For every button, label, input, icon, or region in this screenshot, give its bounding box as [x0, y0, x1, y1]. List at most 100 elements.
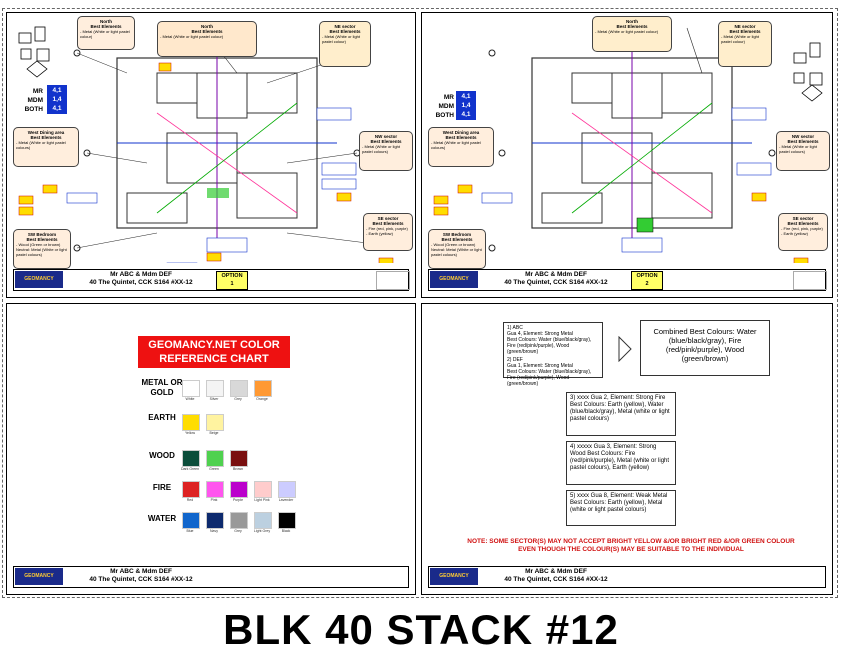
note-sub: Best Elements [191, 29, 223, 34]
owner1-gua: Gua 4, Element: Strong Metal [507, 331, 573, 337]
gua-mdm-label: MDM [27, 97, 43, 104]
color-swatch-label: Red [186, 498, 194, 502]
note-west-dining-1: West Dining area Best Elements - Metal (… [13, 127, 79, 167]
color-swatch-label: Grey [234, 529, 242, 533]
note-north2-1: North Best Elements - Metal (White or li… [157, 21, 257, 57]
gua-both-value: 4,1 [52, 105, 62, 112]
color-swatch-label: Beige [209, 431, 219, 435]
client-address: 40 The Quintet, CCK S164 #XX-12 [89, 576, 193, 583]
option-label: OPTION [221, 273, 243, 279]
note-text: - Metal (White or light pastel colour) [80, 29, 130, 39]
option-badge: OPTION 1 [216, 271, 248, 290]
note-se-2: SE sector Best Elements - Fire (red, pin… [778, 213, 828, 251]
gua-labels-1: MR MDM BOTH [19, 87, 43, 114]
color-swatch [206, 380, 224, 397]
gua-mdm-value: 1,4 [461, 102, 471, 109]
color-swatch [206, 414, 224, 431]
owner2-gua: Gua 1, Element: Strong Metal [507, 363, 573, 369]
note-title: SE sector [377, 216, 399, 221]
color-swatch-label: Black [281, 529, 291, 533]
client-address: 40 The Quintet, CCK S164 #XX-12 [89, 279, 193, 286]
note-sub: Best Elements [26, 237, 58, 242]
gua-both-label: BOTH [435, 112, 454, 119]
gua-mdm-label: MDM [438, 103, 454, 110]
owner2-label: 2) DEF [507, 357, 523, 363]
note-sub: Best Elements [445, 135, 477, 140]
note-title: NW sector [791, 134, 815, 139]
note-text: - Metal (White or light pastel colour) [595, 29, 659, 34]
color-swatch-label: Pink [210, 498, 218, 502]
floorplan-drawing-2 [433, 27, 823, 263]
company-logo: GEOMANCY [430, 568, 478, 585]
color-swatch [182, 450, 200, 467]
color-swatch [278, 481, 296, 498]
color-swatch [182, 380, 200, 397]
note-title: North [201, 24, 213, 29]
client-name: Mr ABC & Mdm DEF [110, 271, 172, 278]
note-text: - Metal (White or light pastel colour) [721, 34, 760, 44]
note-sub: Best Elements [372, 221, 404, 226]
color-swatch-label: Grey [234, 397, 242, 401]
note-text: - Metal (White or light pastel colours) [779, 144, 818, 154]
note-text: - Fire (red, pink, purple) - Earth (yell… [366, 226, 408, 236]
option-label: OPTION [636, 273, 658, 279]
gua-values-1: 4,1 1,4 4,1 [47, 85, 67, 114]
gua-labels-2: MR MDM BOTH [430, 93, 454, 120]
note-north-2: North Best Elements - Metal (White or li… [592, 16, 672, 52]
category-wood: WOOD [149, 451, 175, 460]
note-title: NW sector [374, 134, 398, 139]
gua-box-owners: 1) ABC Gua 4, Element: Strong Metal Best… [503, 322, 603, 387]
color-swatch-label: Navy [210, 529, 218, 533]
note-sub: Best Elements [787, 221, 819, 226]
color-swatch-label: Dark Green [180, 467, 200, 471]
floorplan-drawing-1 [18, 26, 394, 263]
gua-both-label: BOTH [24, 106, 43, 113]
floorplan-panel-2: North Best Elements - Metal (White or li… [421, 12, 833, 298]
gua-box-5: 5) xxxx Gua 8, Element: Weak Metal Best … [566, 490, 676, 526]
color-swatch [206, 512, 224, 529]
company-logo: GEOMANCY [15, 271, 63, 288]
gua-mr-value: 4,1 [52, 87, 62, 94]
client-address: 40 The Quintet, CCK S164 #XX-12 [504, 576, 608, 583]
note-title: NE sector [734, 24, 756, 29]
color-swatch [230, 481, 248, 498]
color-swatch-label: Lavender [278, 498, 294, 502]
color-swatch [278, 512, 296, 529]
color-swatch [206, 481, 224, 498]
gua-mr-label: MR [32, 88, 43, 95]
color-swatch-label: Purple [232, 498, 244, 502]
color-swatch [206, 450, 224, 467]
arrow-right-icon [618, 336, 632, 362]
note-west-dining-2: West Dining area Best Elements - Metal (… [428, 127, 494, 167]
option-number: 1 [230, 281, 234, 287]
note-sub: Best Elements [441, 237, 473, 242]
note-sub: Best Elements [90, 24, 122, 29]
color-swatch [230, 380, 248, 397]
gua-mr-value: 4,1 [461, 93, 471, 100]
color-swatch [182, 512, 200, 529]
note-title: North [626, 19, 638, 24]
floorplan-panel-1: North Best Elements - Metal (White or li… [6, 12, 416, 298]
color-swatch [230, 512, 248, 529]
color-chart-title: GEOMANCY.NET COLOR REFERENCE CHART [138, 336, 290, 368]
note-text: - Metal (White or light pastel colour) [160, 34, 224, 39]
note-title: SE sector [792, 216, 814, 221]
note-sw-bedroom-1: SW Bedroom Best Elements - Wood (Green o… [13, 229, 71, 269]
note-sub: Best Elements [370, 139, 402, 144]
note-text: - Fire (red, pink, purple) - Earth (yell… [781, 226, 823, 236]
colour-warning-note: NOTE: SOME SECTOR(S) MAY NOT ACCEPT BRIG… [440, 538, 822, 554]
color-swatch-label: Yellow [185, 431, 195, 435]
note-sub: Best Elements [329, 29, 361, 34]
gua-mdm-value: 1,4 [52, 96, 62, 103]
approval-stamp [793, 271, 827, 290]
company-logo: GEOMANCY [15, 568, 63, 585]
category-fire: FIRE [152, 483, 172, 492]
note-sub: Best Elements [616, 24, 648, 29]
note-title: North [100, 19, 112, 24]
owner1-colours: Best Colours: Water (blue/black/gray), F… [507, 337, 592, 355]
note-sub: Best Elements [729, 29, 761, 34]
client-info: Mr ABC & Mdm DEF 40 The Quintet, CCK S16… [66, 271, 216, 287]
page-title: BLK 40 STACK #12 [223, 606, 619, 653]
owner2-colours: Best Colours: Water (blue/black/gray), F… [507, 369, 592, 387]
color-swatch [254, 481, 272, 498]
